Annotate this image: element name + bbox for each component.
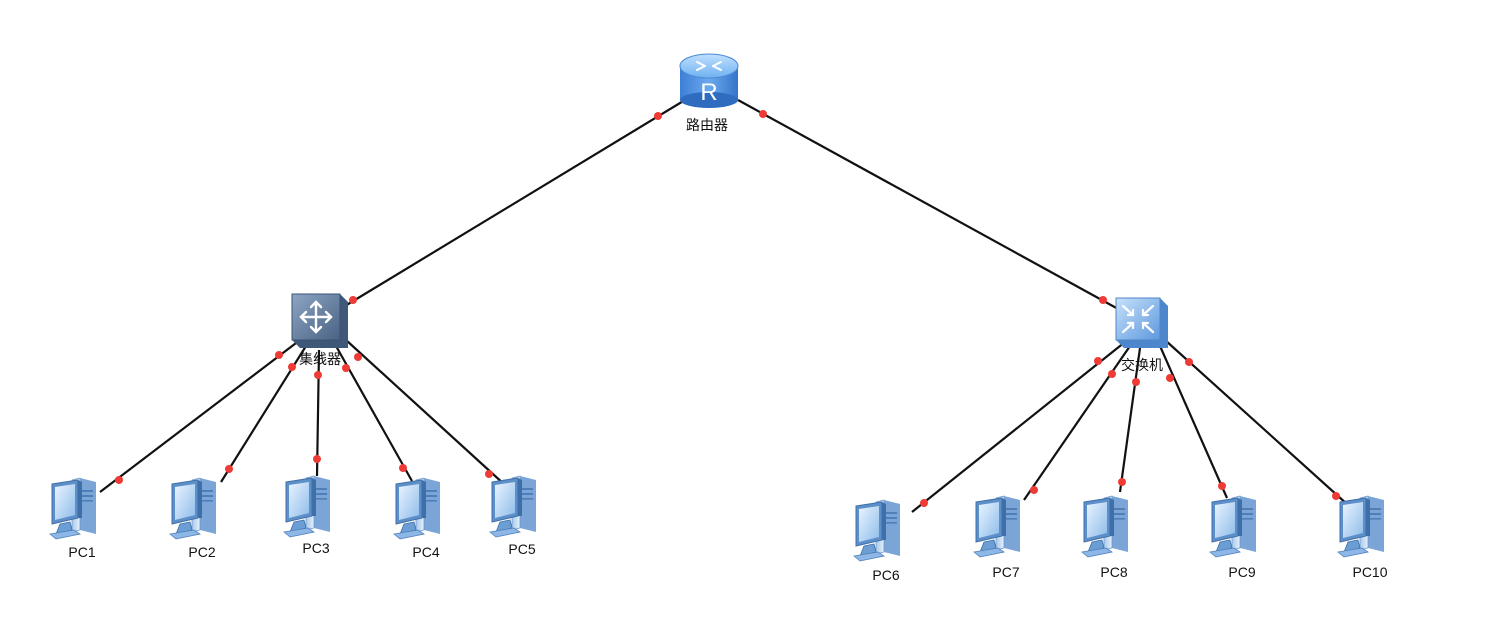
router-label: 路由器 [686, 118, 728, 134]
port-dot [1094, 357, 1102, 365]
pc-node-pc7[interactable]: PC7 [973, 495, 1021, 580]
port-dot [1185, 358, 1193, 366]
port-dot [115, 476, 123, 484]
port-dot [654, 112, 662, 120]
port-dot [349, 296, 357, 304]
pc-label: PC3 [302, 540, 329, 556]
link-router-hub [339, 99, 686, 310]
port-dot [354, 353, 362, 361]
pc-label: PC10 [1352, 564, 1387, 580]
port-dot [759, 110, 767, 118]
pc-label: PC8 [1100, 564, 1127, 580]
port-dot [1118, 478, 1126, 486]
pc-icon [393, 477, 441, 540]
port-dot [1030, 486, 1038, 494]
hub-node[interactable]: 集线器 [291, 293, 348, 368]
pc-label: PC7 [992, 564, 1019, 580]
pc-icon [1081, 495, 1129, 558]
pc-label: PC9 [1228, 564, 1255, 580]
pc-icon [1337, 495, 1385, 558]
port-dot [314, 371, 322, 379]
hub-label: 集线器 [299, 351, 341, 368]
router-node[interactable]: R 路由器 [679, 53, 739, 134]
link-hub-pc5 [345, 339, 506, 486]
hub-icon [291, 293, 348, 348]
pc-label: PC1 [68, 544, 95, 560]
port-dot [1218, 482, 1226, 490]
port-dot [920, 499, 928, 507]
link-switch-pc7 [1023, 345, 1131, 501]
link-switch-pc9 [1158, 345, 1229, 499]
port-dot [399, 464, 407, 472]
pc-node-pc3[interactable]: PC3 [283, 475, 331, 556]
link-switch-pc6 [911, 341, 1126, 513]
port-dot [1108, 370, 1116, 378]
pc-icon [973, 495, 1021, 558]
svg-text:R: R [700, 79, 717, 106]
pc-label: PC5 [508, 541, 535, 557]
pc-icon [1209, 495, 1257, 558]
pc-label: PC4 [412, 544, 439, 560]
port-dot [225, 465, 233, 473]
link-switch-pc10 [1164, 339, 1349, 506]
port-dot [313, 455, 321, 463]
pc-node-pc5[interactable]: PC5 [489, 475, 537, 557]
port-dot [1166, 374, 1174, 382]
switch-label: 交换机 [1121, 357, 1163, 374]
pc-node-pc2[interactable]: PC2 [169, 477, 217, 560]
port-dots-layer [115, 110, 1340, 507]
port-dot [1132, 378, 1140, 386]
pc-icon [489, 475, 537, 538]
pc-icon [853, 499, 901, 562]
pc-icon [169, 477, 217, 540]
pc-icon [283, 475, 331, 538]
port-dot [342, 364, 350, 372]
link-hub-pc1 [99, 339, 301, 493]
port-dot [275, 351, 283, 359]
switch-node[interactable]: 交换机 [1115, 297, 1168, 374]
pc-label: PC6 [872, 567, 899, 583]
port-dot [1099, 296, 1107, 304]
pc-node-pc10[interactable]: PC10 [1337, 495, 1388, 580]
router-icon: R [679, 53, 739, 108]
link-hub-pc3 [315, 349, 321, 477]
port-dot [1332, 492, 1340, 500]
pc-icon [49, 477, 97, 540]
pc-node-pc6[interactable]: PC6 [853, 499, 901, 583]
pc-node-pc9[interactable]: PC9 [1209, 495, 1257, 580]
port-dot [485, 470, 493, 478]
pc-node-pc1[interactable]: PC1 [49, 477, 97, 560]
link-switch-pc8 [1118, 347, 1142, 493]
link-router-switch [737, 99, 1121, 311]
port-dot [288, 363, 296, 371]
switch-icon [1115, 297, 1168, 348]
pc-node-pc4[interactable]: PC4 [393, 477, 441, 560]
pc-node-pc8[interactable]: PC8 [1081, 495, 1129, 580]
pc-label: PC2 [188, 544, 215, 560]
